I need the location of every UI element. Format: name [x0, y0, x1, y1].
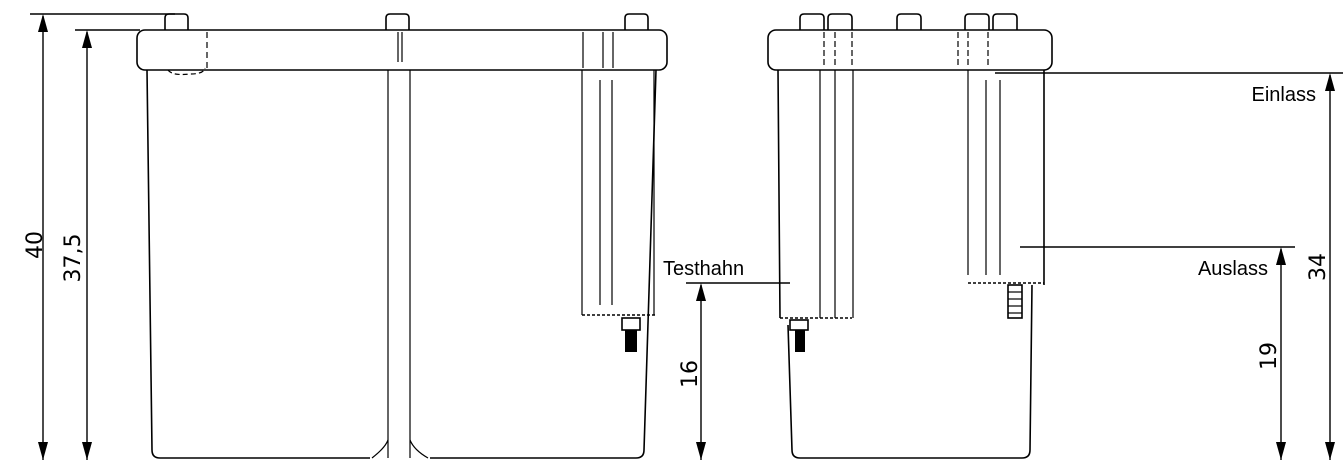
dim-inlet: Einlass 34 [995, 72, 1343, 460]
left-knob-3 [624, 13, 649, 30]
left-knob-2 [385, 13, 410, 30]
dim-test-tap-label: 16 [678, 360, 703, 388]
left-body [146, 69, 657, 459]
right-view [767, 13, 1053, 459]
right-knob-1 [799, 13, 825, 30]
dim-overall-height-label: 40 [23, 231, 48, 259]
left-test-tap [621, 317, 641, 331]
right-knob-5 [992, 13, 1018, 30]
dim-body-height-label: 37,5 [61, 234, 86, 283]
dim-overall-height: 40 [23, 13, 175, 460]
left-lid [136, 29, 668, 71]
left-view [136, 13, 668, 459]
outlet-label: Auslass [1198, 258, 1268, 280]
right-test-tap-stem [795, 330, 805, 352]
left-test-tap-stem [625, 330, 637, 352]
dim-inlet-label: 34 [1306, 253, 1331, 281]
test-tap-label: Testhahn [663, 258, 744, 280]
right-knob-2 [827, 13, 853, 30]
right-knob-4 [964, 13, 990, 30]
dim-test-tap: Testhahn 16 [663, 258, 790, 460]
dim-body-height: 37,5 [61, 29, 140, 460]
left-knob-1 [164, 13, 189, 30]
inlet-label: Einlass [1252, 84, 1316, 106]
dim-outlet-label: 19 [1257, 342, 1282, 370]
right-outlet-nozzle [1007, 284, 1023, 319]
right-body [777, 69, 1045, 459]
dim-outlet: Auslass 19 [1020, 246, 1295, 460]
right-test-tap [789, 319, 809, 331]
right-lid [767, 29, 1053, 71]
right-knob-3 [896, 13, 922, 30]
